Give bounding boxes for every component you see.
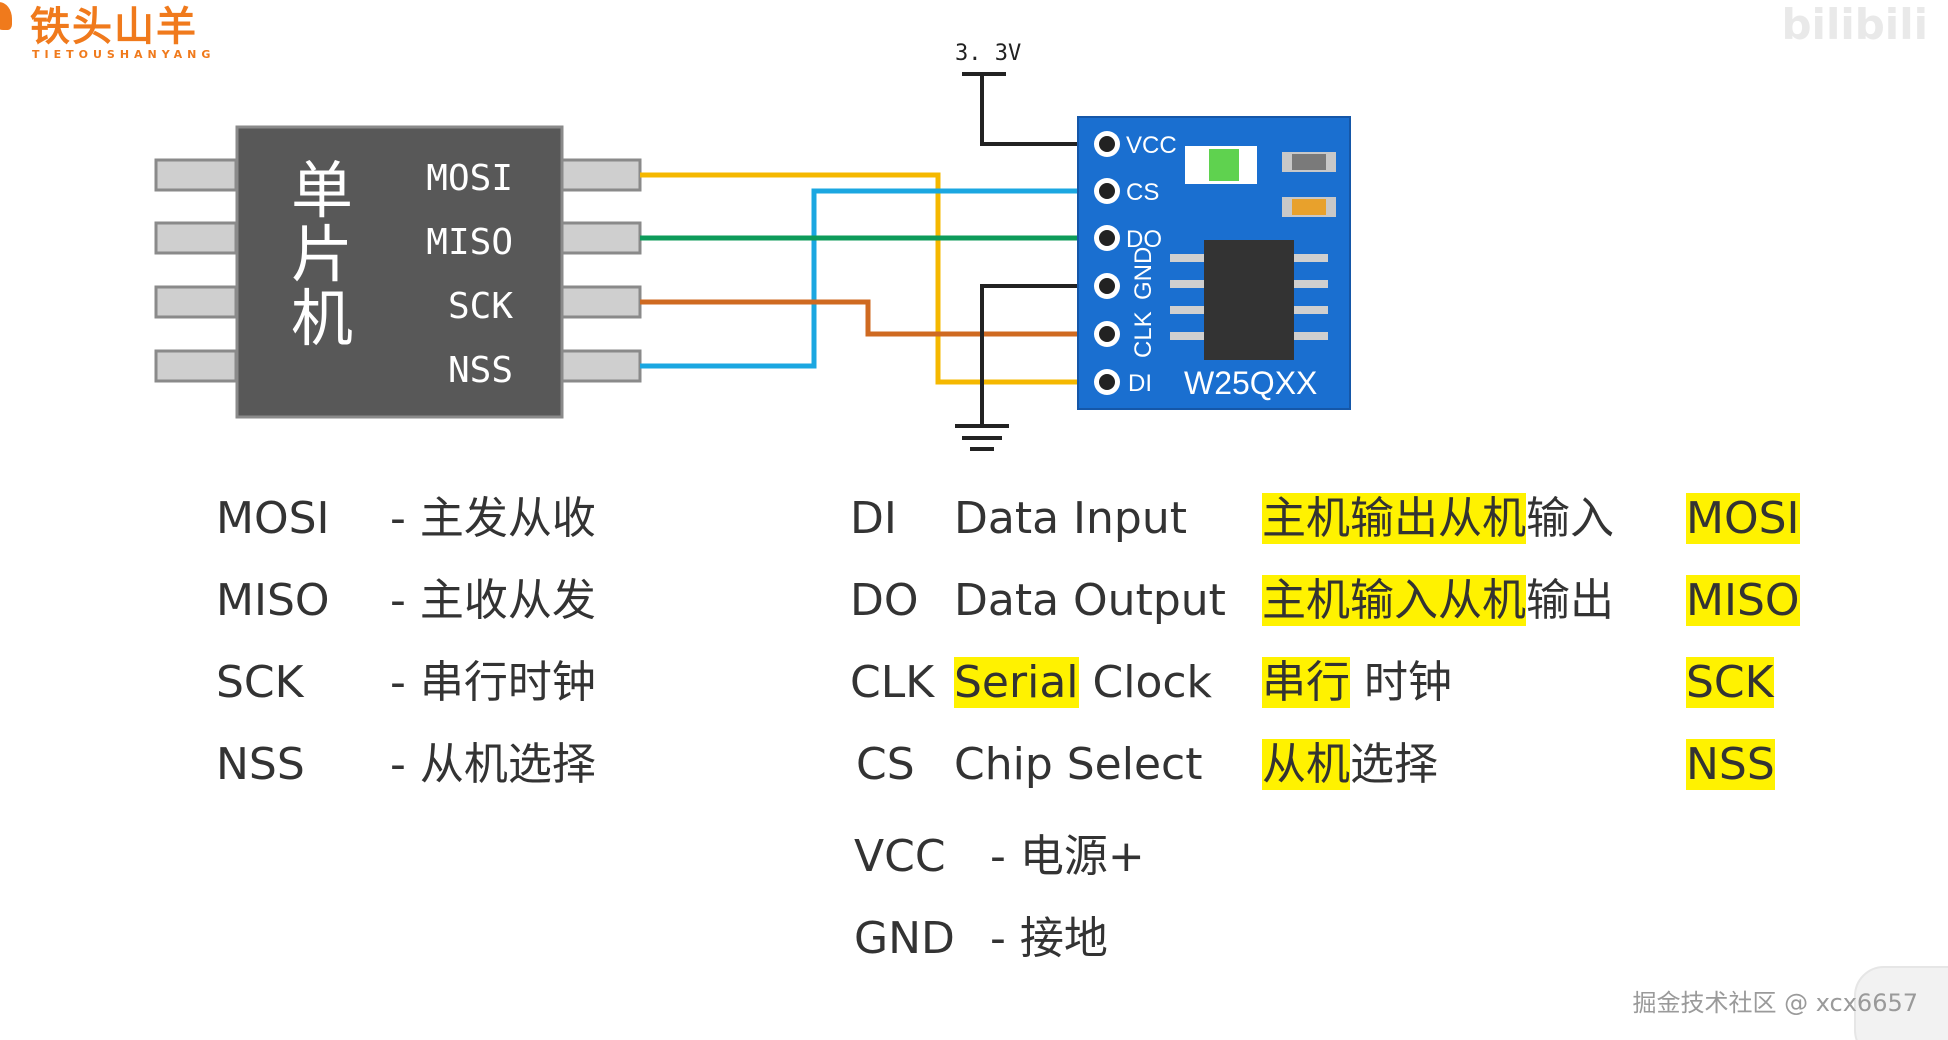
power-label: 3. 3V xyxy=(955,41,1021,66)
legend-abbr-sck: SCK xyxy=(216,657,304,708)
legend-pin-vcc: VCC xyxy=(854,831,946,882)
board-pin-clk: CLK xyxy=(1130,311,1157,358)
mcu-left-pins xyxy=(154,158,238,383)
player-corner-overlay xyxy=(1854,966,1948,1040)
goat-logo-icon xyxy=(0,2,12,30)
mcu-label-char: 单 xyxy=(291,154,353,227)
legend-desc-miso: - 主收从发 xyxy=(390,575,596,626)
legend-alt-di: MOSI xyxy=(1686,493,1800,544)
legend-alt-cs: NSS xyxy=(1686,739,1775,790)
legend-en-cs: Chip Select xyxy=(954,739,1203,790)
legend-desc-vcc: - 电源+ xyxy=(990,831,1145,882)
logo-subtext: TIETOUSHANYANG xyxy=(32,48,216,61)
wire-nss-cs xyxy=(640,188,1107,369)
board-pin-do: DO xyxy=(1126,226,1162,253)
board-name: W25QXX xyxy=(1184,365,1317,401)
legend-cn-clk: 串行 时钟 xyxy=(1262,657,1452,708)
mcu-label-char: 机 xyxy=(291,282,353,355)
legend-en-do: Data Output xyxy=(954,575,1226,626)
legend-pin-cs: CS xyxy=(856,739,915,790)
legend-cn-cs: 从机选择 xyxy=(1262,739,1438,790)
legend-abbr-nss: NSS xyxy=(216,739,305,790)
legend-desc-nss: - 从机选择 xyxy=(390,739,596,790)
mcu-label: 单片机 xyxy=(291,154,353,355)
brand-logo: 铁头山羊 TIETOUSHANYANG xyxy=(0,0,215,61)
juejin-watermark: 掘金技术社区 @ xcx6657 xyxy=(1632,989,1918,1017)
mcu-pin-sck: SCK xyxy=(448,286,513,327)
legend-pin-di: DI xyxy=(850,493,897,544)
mcu-pin-mosi: MOSI xyxy=(426,158,513,199)
legend-pin-gnd: GND xyxy=(854,913,955,964)
vcc-supply-symbol xyxy=(962,72,1107,146)
legend-alt-clk: SCK xyxy=(1686,657,1774,708)
mcu-pin-nss: NSS xyxy=(448,350,513,391)
board-pin-vcc: VCC xyxy=(1126,132,1177,159)
legend-pin-do: DO xyxy=(850,575,919,626)
legend-desc-mosi: - 主发从收 xyxy=(390,493,596,544)
legend-en-clk: Serial Clock xyxy=(954,657,1213,708)
wire-sck-clk xyxy=(640,299,1107,337)
mcu-label-char: 片 xyxy=(291,218,353,291)
logo-text: 铁头山羊 xyxy=(30,4,198,50)
legend-abbr-mosi: MOSI xyxy=(216,493,330,544)
board-pin-cs: CS xyxy=(1126,179,1159,206)
legend-desc-sck: - 串行时钟 xyxy=(390,657,596,708)
legend-cn-di: 主机输出从机输入 xyxy=(1262,493,1614,544)
mcu-chip xyxy=(235,125,564,419)
legend-abbr-miso: MISO xyxy=(216,575,330,626)
mcu-pin-miso: MISO xyxy=(426,222,513,263)
mcu-right-pins xyxy=(558,158,642,383)
legend-en-di: Data Input xyxy=(954,493,1187,544)
wire-mosi-di xyxy=(640,172,1107,385)
legend-alt-do: MISO xyxy=(1686,575,1800,626)
bilibili-watermark: bilibili xyxy=(1781,0,1928,49)
ground-symbol xyxy=(955,284,1107,451)
board-pin-gnd: GND xyxy=(1130,247,1157,300)
legend-pin-clk: CLK xyxy=(850,657,935,708)
board-pin-headers xyxy=(1094,131,1120,395)
flash-ic xyxy=(1204,240,1294,360)
legend-desc-gnd: - 接地 xyxy=(990,913,1108,964)
board-components xyxy=(1170,146,1336,360)
board-pin-di: DI xyxy=(1128,370,1152,397)
legend-cn-do: 主机输入从机输出 xyxy=(1262,575,1614,626)
